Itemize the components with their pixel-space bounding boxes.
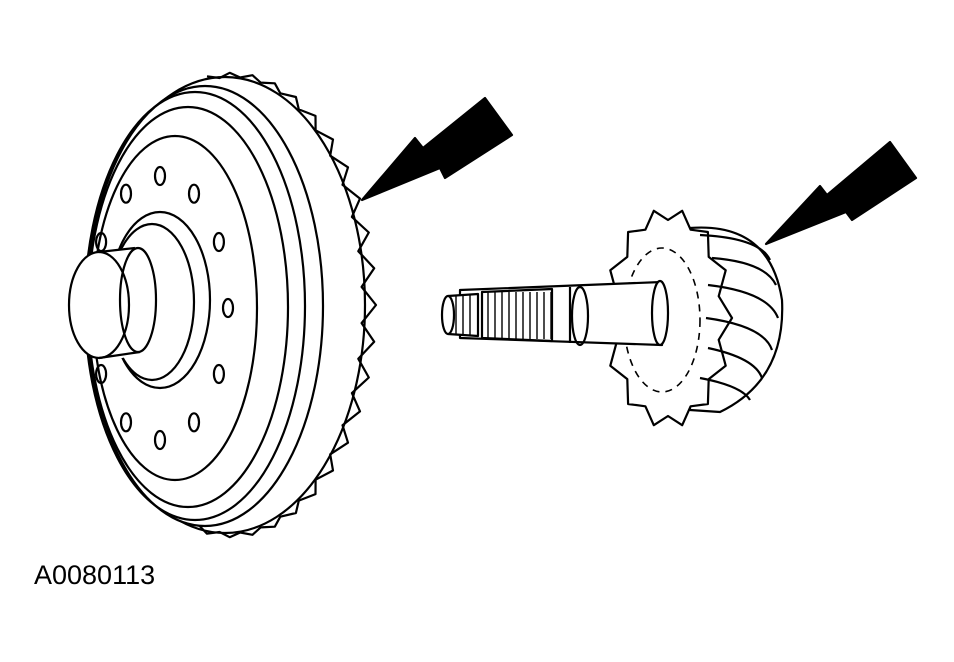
bolt-hole	[212, 363, 225, 385]
bolt-hole	[94, 363, 108, 385]
spline-section	[480, 287, 554, 343]
bolt-hole	[119, 183, 133, 204]
bolt-hole	[153, 429, 167, 451]
figure-id-label: A0080113	[34, 560, 156, 590]
ring-gear-tooth-profile	[198, 71, 378, 539]
bolt-hole	[153, 165, 167, 187]
bolt-hole	[187, 183, 201, 204]
bolt-hole	[221, 297, 235, 319]
bolt-hole	[119, 412, 133, 433]
ring-gear-arrow	[360, 96, 514, 202]
pinion-gear-arrow	[764, 140, 918, 246]
bolt-hole	[212, 231, 225, 253]
ring-gear-bolt-holes	[85, 165, 235, 451]
ring-gear-teeth	[198, 71, 378, 539]
pinion-shaft-splines	[480, 287, 554, 343]
pinion-gear	[440, 209, 784, 427]
bolt-hole	[187, 412, 201, 433]
ring-gear	[67, 71, 378, 539]
